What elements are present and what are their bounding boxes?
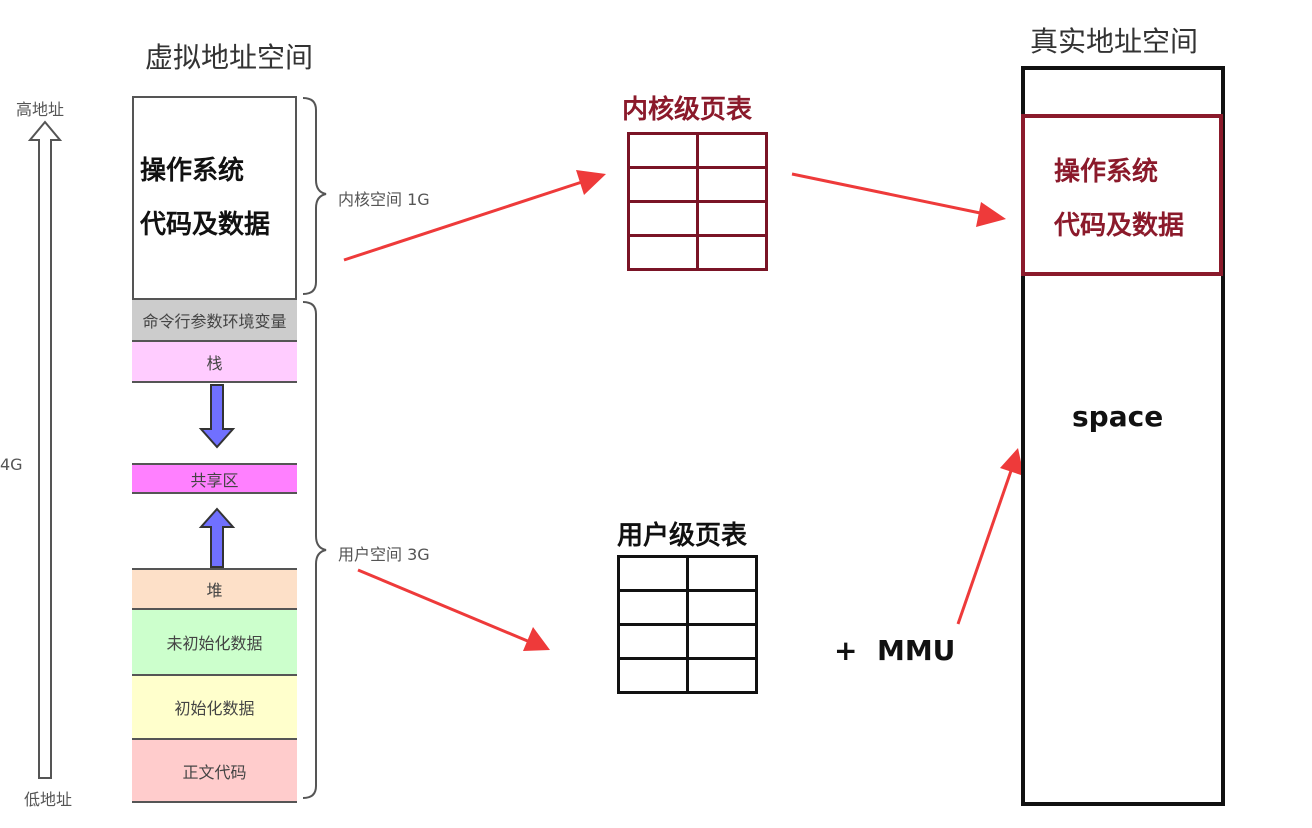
segment-shared-label: 共享区 [190,470,239,490]
segment-data: 初始化数据 [132,674,297,738]
kernel-space-label: 内核空间 1G [338,190,430,209]
kernel-space-brace [302,97,327,295]
user-to-table-arrow-icon [357,568,550,651]
table-cell [686,589,758,626]
mmu-label: + MMU [834,634,956,667]
physical-os-region [1021,114,1223,276]
table-row [617,623,758,660]
user-page-table-title: 用户级页表 [617,521,748,551]
segment-text-label: 正文代码 [182,762,247,782]
physical-space-label: space [1072,400,1164,433]
table-cell [696,200,768,237]
table-cell [617,589,689,626]
segment-cmdline-label: 命令行参数环境变量 [142,312,287,331]
low-address-label: 低地址 [24,790,73,809]
kernel-table-to-physical-arrow-icon [791,172,1006,227]
kernel-page-table [627,132,768,271]
table-cell [686,623,758,660]
physical-os-line1: 操作系统 [1054,157,1159,187]
high-address-label: 高地址 [16,100,65,119]
table-row [617,589,758,626]
user-space-brace [302,301,327,799]
mmu-to-physical-arrow-icon [956,448,1024,625]
table-cell [627,200,699,237]
heap-grow-up-arrow-icon [198,507,236,568]
physical-memory-column [1021,66,1225,806]
table-cell [627,132,699,169]
physical-os-block: 操作系统 代码及数据 [1054,145,1184,253]
physical-space-title: 真实地址空间 [1030,25,1199,58]
kernel-block: 操作系统 代码及数据 [140,144,270,252]
table-row [617,555,758,592]
address-axis [27,120,63,779]
segment-bss: 未初始化数据 [132,608,297,674]
total-size-label: 4G [0,455,23,474]
table-cell [617,555,689,592]
kernel-block-line1: 操作系统 [140,156,245,186]
kernel-block-line2: 代码及数据 [140,210,271,240]
segment-stack: 栈 [132,340,297,381]
segment-cmdline: 命令行参数环境变量 [132,298,297,340]
kernel-page-table-title: 内核级页表 [622,95,753,125]
virtual-space-title: 虚拟地址空间 [145,41,314,74]
segment-heap-label: 堆 [206,581,223,600]
table-cell [686,657,758,694]
kernel-to-table-arrow-icon [343,170,606,262]
axis-up-arrow-icon [27,120,63,779]
user-page-table [617,555,758,694]
table-cell [696,166,768,203]
table-cell [686,555,758,592]
table-cell [696,132,768,169]
table-cell [627,166,699,203]
table-cell [696,234,768,271]
table-row [627,234,768,271]
table-row [627,166,768,203]
physical-os-line2: 代码及数据 [1054,211,1185,241]
segment-shared: 共享区 [132,463,297,492]
user-space-label: 用户空间 3G [338,545,430,564]
table-cell [617,657,689,694]
table-cell [627,234,699,271]
table-row [617,657,758,694]
segment-text: 正文代码 [132,738,297,801]
segment-heap: 堆 [132,568,297,608]
segment-stack-label: 栈 [206,353,223,373]
segment-bss-label: 未初始化数据 [166,634,263,653]
table-row [627,132,768,169]
table-cell [617,623,689,660]
segment-data-label: 初始化数据 [174,699,255,718]
stack-grow-down-arrow-icon [198,384,236,449]
table-row [627,200,768,237]
